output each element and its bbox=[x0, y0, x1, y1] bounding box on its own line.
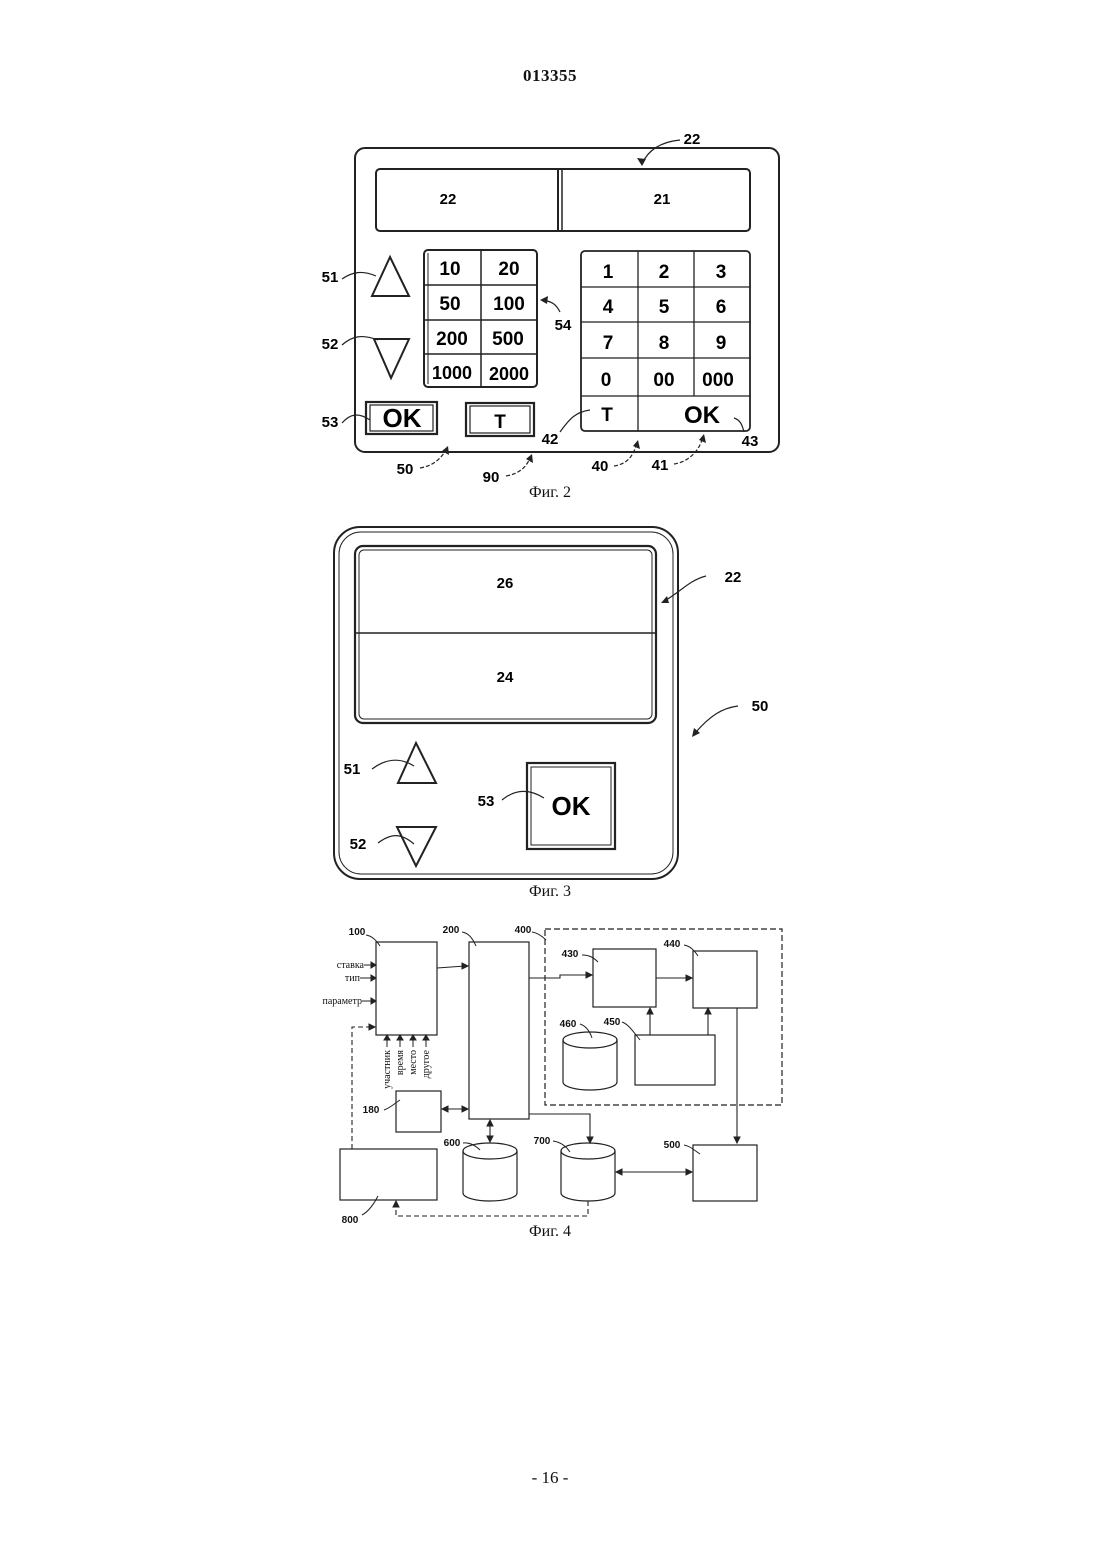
block-200 bbox=[469, 942, 529, 1119]
amount-key[interactable]: 100 bbox=[493, 294, 525, 315]
numpad-key[interactable]: 9 bbox=[716, 333, 727, 354]
block-440 bbox=[693, 951, 757, 1008]
numpad-t-key[interactable]: T bbox=[601, 405, 613, 426]
block-label: 100 bbox=[349, 927, 366, 938]
block-label: 600 bbox=[444, 1138, 461, 1149]
fig2-ref-numpad: 40 bbox=[592, 458, 609, 475]
fig3-ref-up: 51 bbox=[344, 761, 361, 778]
numpad-ok-key[interactable]: OK bbox=[684, 402, 721, 429]
fig2-ref-numpad-ok: 41 bbox=[652, 457, 669, 474]
fig2-ref-up: 51 bbox=[322, 269, 339, 286]
block-450 bbox=[635, 1035, 715, 1085]
amount-key[interactable]: 50 bbox=[439, 294, 460, 315]
input-label: место bbox=[408, 1050, 419, 1075]
fig2-display-right: 21 bbox=[654, 191, 671, 208]
figure-3: 26 24 22 50 51 52 OK 53 bbox=[334, 527, 768, 879]
block-label: 450 bbox=[604, 1017, 621, 1028]
block-label: 430 bbox=[562, 949, 579, 960]
amount-key[interactable]: 20 bbox=[498, 259, 519, 280]
block-label: 180 bbox=[363, 1105, 380, 1116]
block-label: 440 bbox=[664, 939, 681, 950]
fig2-ref-display: 22 bbox=[684, 131, 701, 148]
fig2-ref-amounts: 54 bbox=[555, 317, 572, 334]
fig2-down-arrow-icon[interactable] bbox=[374, 339, 409, 378]
fig3-up-arrow-icon[interactable] bbox=[398, 743, 436, 783]
block-400-boundary bbox=[545, 929, 782, 1105]
fig4-caption: Фиг. 4 bbox=[500, 1223, 600, 1241]
fig2-ref-panel: 50 bbox=[397, 461, 414, 478]
fig2-t-label: T bbox=[494, 412, 506, 433]
fig3-top-area: 26 bbox=[497, 575, 514, 592]
fig2-ref-device: 90 bbox=[483, 469, 500, 486]
input-label: другое bbox=[421, 1049, 432, 1078]
input-label: параметр bbox=[323, 996, 363, 1007]
fig2-display bbox=[376, 169, 750, 231]
fig2-ref-ok: 53 bbox=[322, 414, 339, 431]
numpad-key[interactable]: 2 bbox=[659, 262, 670, 283]
db-700-icon bbox=[561, 1143, 615, 1201]
fig3-bottom-area: 24 bbox=[497, 669, 514, 686]
block-label: 200 bbox=[443, 925, 460, 936]
figure-4 bbox=[340, 929, 782, 1216]
input-label: ставка bbox=[337, 960, 365, 971]
block-label: 460 bbox=[560, 1019, 577, 1030]
numpad-key[interactable]: 3 bbox=[716, 262, 727, 283]
numpad-key[interactable]: 000 bbox=[702, 370, 734, 391]
fig3-ref-down: 52 bbox=[350, 836, 367, 853]
input-label: участник bbox=[382, 1050, 393, 1089]
fig2-display-left: 22 bbox=[440, 191, 457, 208]
db-600-icon bbox=[463, 1143, 517, 1201]
fig3-ref-device: 50 bbox=[752, 698, 769, 715]
block-430 bbox=[593, 949, 656, 1007]
amount-key[interactable]: 200 bbox=[436, 329, 468, 350]
fig3-caption: Фиг. 3 bbox=[500, 883, 600, 901]
numpad-key[interactable]: 00 bbox=[653, 370, 674, 391]
block-label: 800 bbox=[342, 1215, 359, 1226]
numpad-key[interactable]: 1 bbox=[603, 262, 614, 283]
block-label: 500 bbox=[664, 1140, 681, 1151]
amount-key[interactable]: 2000 bbox=[489, 364, 529, 384]
db-460-icon bbox=[563, 1032, 617, 1090]
fig2-ref-numpad-corner: 43 bbox=[742, 433, 759, 450]
block-500 bbox=[693, 1145, 757, 1201]
fig2-caption: Фиг. 2 bbox=[500, 484, 600, 502]
figure-2: 22 21 22 51 52 10 20 50 100 200 500 1000… bbox=[322, 131, 779, 486]
block-800 bbox=[340, 1149, 437, 1200]
block-180 bbox=[396, 1091, 441, 1132]
input-label: время bbox=[395, 1050, 406, 1075]
block-100 bbox=[376, 942, 437, 1035]
fig2-ok-label: OK bbox=[383, 403, 422, 433]
fig2-up-arrow-icon[interactable] bbox=[372, 257, 409, 296]
fig3-down-arrow-icon[interactable] bbox=[397, 827, 436, 866]
numpad-key[interactable]: 6 bbox=[716, 297, 727, 318]
fig3-ok-label: OK bbox=[552, 791, 591, 821]
numpad-key[interactable]: 5 bbox=[659, 297, 670, 318]
fig3-ref-display: 22 bbox=[725, 569, 742, 586]
numpad-key[interactable]: 8 bbox=[659, 333, 670, 354]
block-label: 700 bbox=[534, 1136, 551, 1147]
fig2-ref-numpad-t: 42 bbox=[542, 431, 559, 448]
amount-key[interactable]: 500 bbox=[492, 329, 524, 350]
amount-key[interactable]: 1000 bbox=[432, 363, 472, 383]
page-footer: - 16 - bbox=[0, 1468, 1100, 1488]
numpad-key[interactable]: 0 bbox=[601, 370, 612, 391]
block-label: 400 bbox=[515, 925, 532, 936]
input-label: тип bbox=[345, 973, 361, 984]
numpad-key[interactable]: 7 bbox=[603, 333, 614, 354]
amount-key[interactable]: 10 bbox=[439, 259, 460, 280]
fig3-ref-ok: 53 bbox=[478, 793, 495, 810]
fig3-display bbox=[355, 546, 656, 723]
fig2-ref-down: 52 bbox=[322, 336, 339, 353]
numpad-key[interactable]: 4 bbox=[603, 297, 614, 318]
